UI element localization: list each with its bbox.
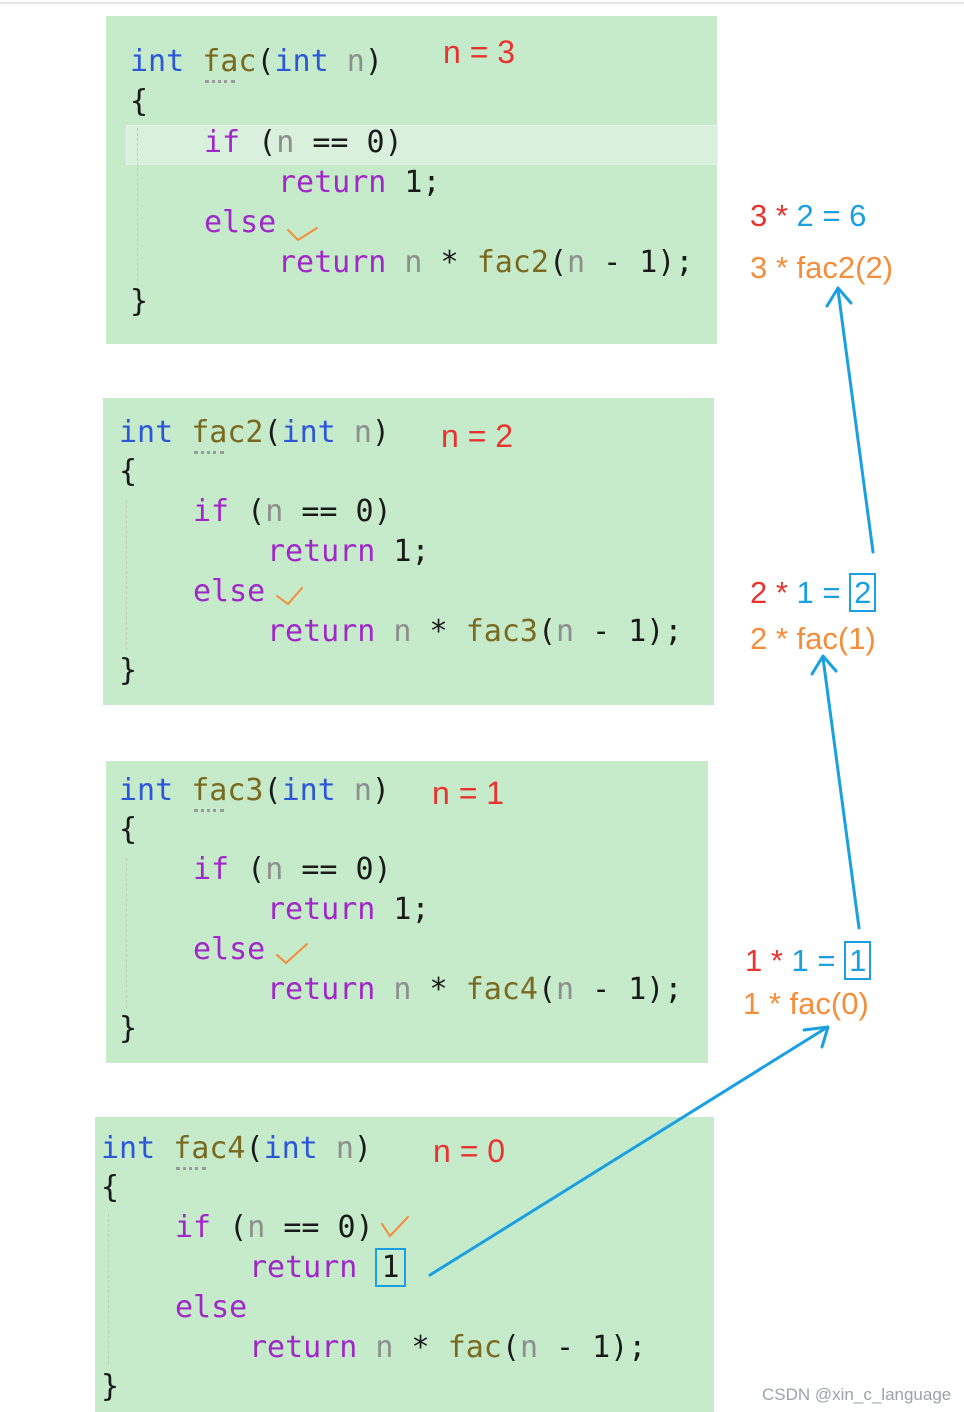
return-arrow-to-fac [836, 288, 875, 554]
current-line-highlight [126, 125, 718, 165]
checkmark-icon [276, 943, 308, 965]
close-brace: } [101, 1369, 120, 1404]
return-recursive-line: return n * fac2(n - 1); [278, 245, 694, 280]
top-border [0, 2, 964, 4]
arrowhead-icon [802, 1025, 830, 1049]
if-line: if (n == 0) [175, 1210, 374, 1245]
n-value-label: n = 3 [443, 34, 516, 70]
checkmark-icon [276, 587, 303, 606]
return-one-line: return 1 [249, 1248, 406, 1287]
arrowhead-icon [810, 654, 838, 676]
squiggle-dots [194, 451, 224, 454]
open-brace: { [119, 454, 138, 489]
return-recursive-line: return n * fac4(n - 1); [267, 972, 683, 1007]
n-value-label: n = 0 [433, 1133, 506, 1169]
n-value-label: n = 2 [441, 418, 514, 454]
checkmark-icon [381, 1216, 409, 1238]
n-value-label: n = 1 [432, 775, 505, 811]
if-line: if (n == 0) [193, 852, 392, 887]
indent-guide [108, 1214, 109, 1364]
function-signature: int fac(int n) [130, 44, 383, 79]
checkmark-icon [287, 227, 318, 242]
function-signature: int fac3(int n) [119, 773, 390, 808]
return-arrow-to-fac2 [821, 656, 861, 930]
if-line: if (n == 0) [204, 125, 403, 160]
squiggle-dots [205, 80, 235, 83]
close-brace: } [130, 284, 149, 319]
else-line: else [193, 932, 266, 967]
boxed-result: 1 [844, 941, 872, 980]
code-panel-fac [106, 16, 717, 344]
call-annotation-middle: 2 * fac(1) [750, 621, 876, 656]
function-signature: int fac4(int n) [101, 1131, 372, 1166]
result-annotation-bottom: 1 * 1 = 1 [745, 941, 872, 980]
if-line: if (n == 0) [193, 494, 392, 529]
call-annotation-bottom: 1 * fac(0) [743, 986, 869, 1021]
else-line: else [204, 205, 277, 240]
return-one-line: return 1; [267, 892, 430, 927]
watermark: CSDN @xin_c_language [762, 1385, 952, 1404]
open-brace: { [130, 84, 149, 119]
code-panel-fac4 [95, 1117, 714, 1412]
return-value-box: 1 [375, 1248, 406, 1287]
return-recursive-line: return n * fac3(n - 1); [267, 614, 683, 649]
indent-guide [137, 128, 138, 296]
return-one-line: return 1; [267, 534, 430, 569]
squiggle-dots [194, 809, 224, 812]
open-brace: { [119, 812, 138, 847]
indent-guide [126, 858, 127, 1008]
return-one-line: return 1; [278, 165, 441, 200]
else-line: else [193, 574, 266, 609]
open-brace: { [101, 1170, 120, 1205]
close-brace: } [119, 1011, 138, 1046]
squiggle-dots [176, 1167, 206, 1170]
result-annotation-middle: 2 * 1 = 2 [750, 573, 877, 612]
call-annotation-top: 3 * fac2(2) [750, 250, 894, 285]
else-line: else [175, 1290, 248, 1325]
return-arrow-to-fac3 [428, 1026, 828, 1277]
indent-guide [126, 500, 127, 650]
return-recursive-line: return n * fac(n - 1); [249, 1330, 647, 1365]
code-panel-fac2 [103, 398, 714, 705]
boxed-result: 2 [849, 573, 877, 612]
function-signature: int fac2(int n) [119, 415, 390, 450]
arrowhead-icon [825, 286, 853, 308]
result-annotation-top: 3 * 2 = 6 [750, 198, 867, 233]
close-brace: } [119, 653, 138, 688]
